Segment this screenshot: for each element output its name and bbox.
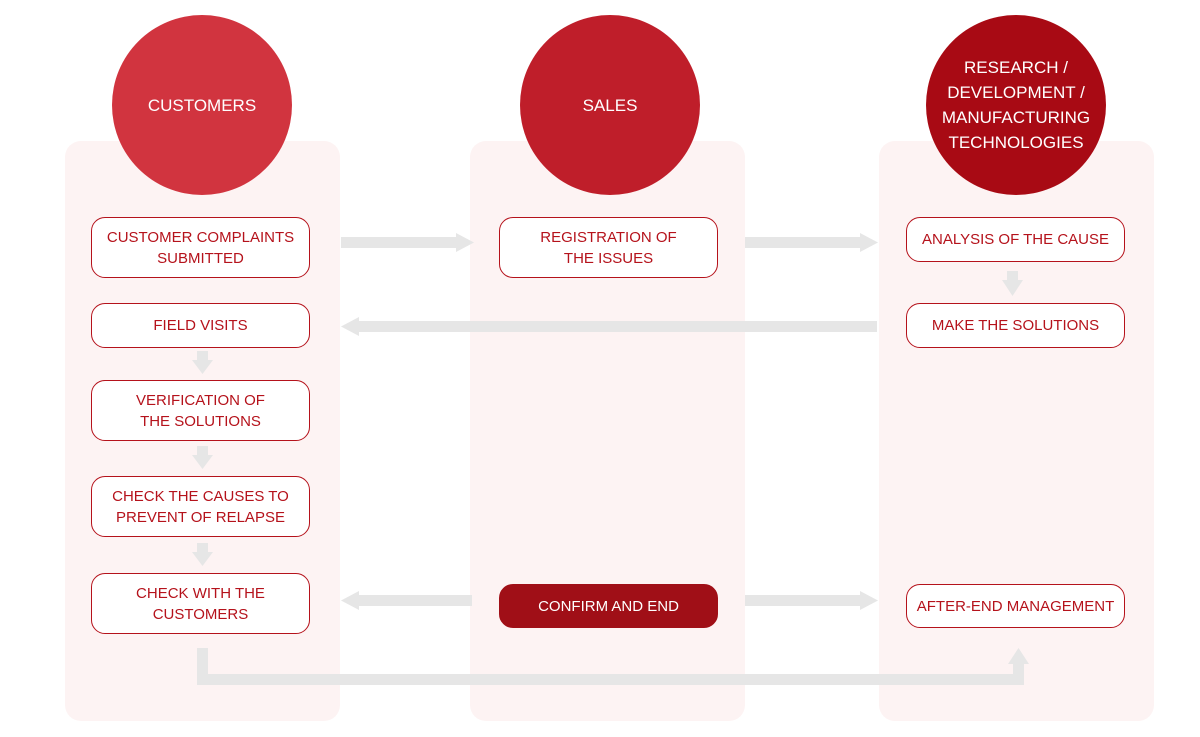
arrow-check-customers-to-after-end xyxy=(197,648,1029,685)
step-registration: REGISTRATION OF THE ISSUES xyxy=(499,217,718,278)
step-check-customers: CHECK WITH THE CUSTOMERS xyxy=(91,573,310,634)
arrow-confirm-to-check-customers xyxy=(341,591,472,610)
arrow-field-to-verification xyxy=(192,351,213,374)
customers-header-circle: CUSTOMERS xyxy=(112,15,292,195)
step-customer-complaints: CUSTOMER COMPLAINTS SUBMITTED xyxy=(91,217,310,278)
arrow-check-causes-to-check-customers xyxy=(192,543,213,566)
rnd-title: RESEARCH / DEVELOPMENT / MANUFACTURING T… xyxy=(941,58,1091,152)
step-make-solutions: MAKE THE SOLUTIONS xyxy=(906,303,1125,348)
sales-header-circle: SALES xyxy=(520,15,700,195)
arrow-registration-to-analysis xyxy=(745,233,878,252)
arrow-confirm-to-after-end xyxy=(745,591,878,610)
sales-title: SALES xyxy=(582,95,638,115)
rnd-header-circle: RESEARCH / DEVELOPMENT / MANUFACTURING T… xyxy=(926,15,1106,195)
step-confirm-end: CONFIRM AND END xyxy=(499,584,718,628)
arrow-complaints-to-registration xyxy=(341,233,474,252)
step-field-visits: FIELD VISITS xyxy=(91,303,310,348)
arrow-verification-to-check-causes xyxy=(192,446,213,469)
step-analysis: ANALYSIS OF THE CAUSE xyxy=(906,217,1125,262)
step-verification: VERIFICATION OF THE SOLUTIONS xyxy=(91,380,310,441)
arrow-solutions-to-field-visits xyxy=(341,317,877,336)
step-check-causes: CHECK THE CAUSES TO PREVENT OF RELAPSE xyxy=(91,476,310,537)
customers-title: CUSTOMERS xyxy=(147,95,257,115)
step-after-end: AFTER-END MANAGEMENT xyxy=(906,584,1125,628)
arrow-analysis-to-solutions xyxy=(1002,271,1023,296)
